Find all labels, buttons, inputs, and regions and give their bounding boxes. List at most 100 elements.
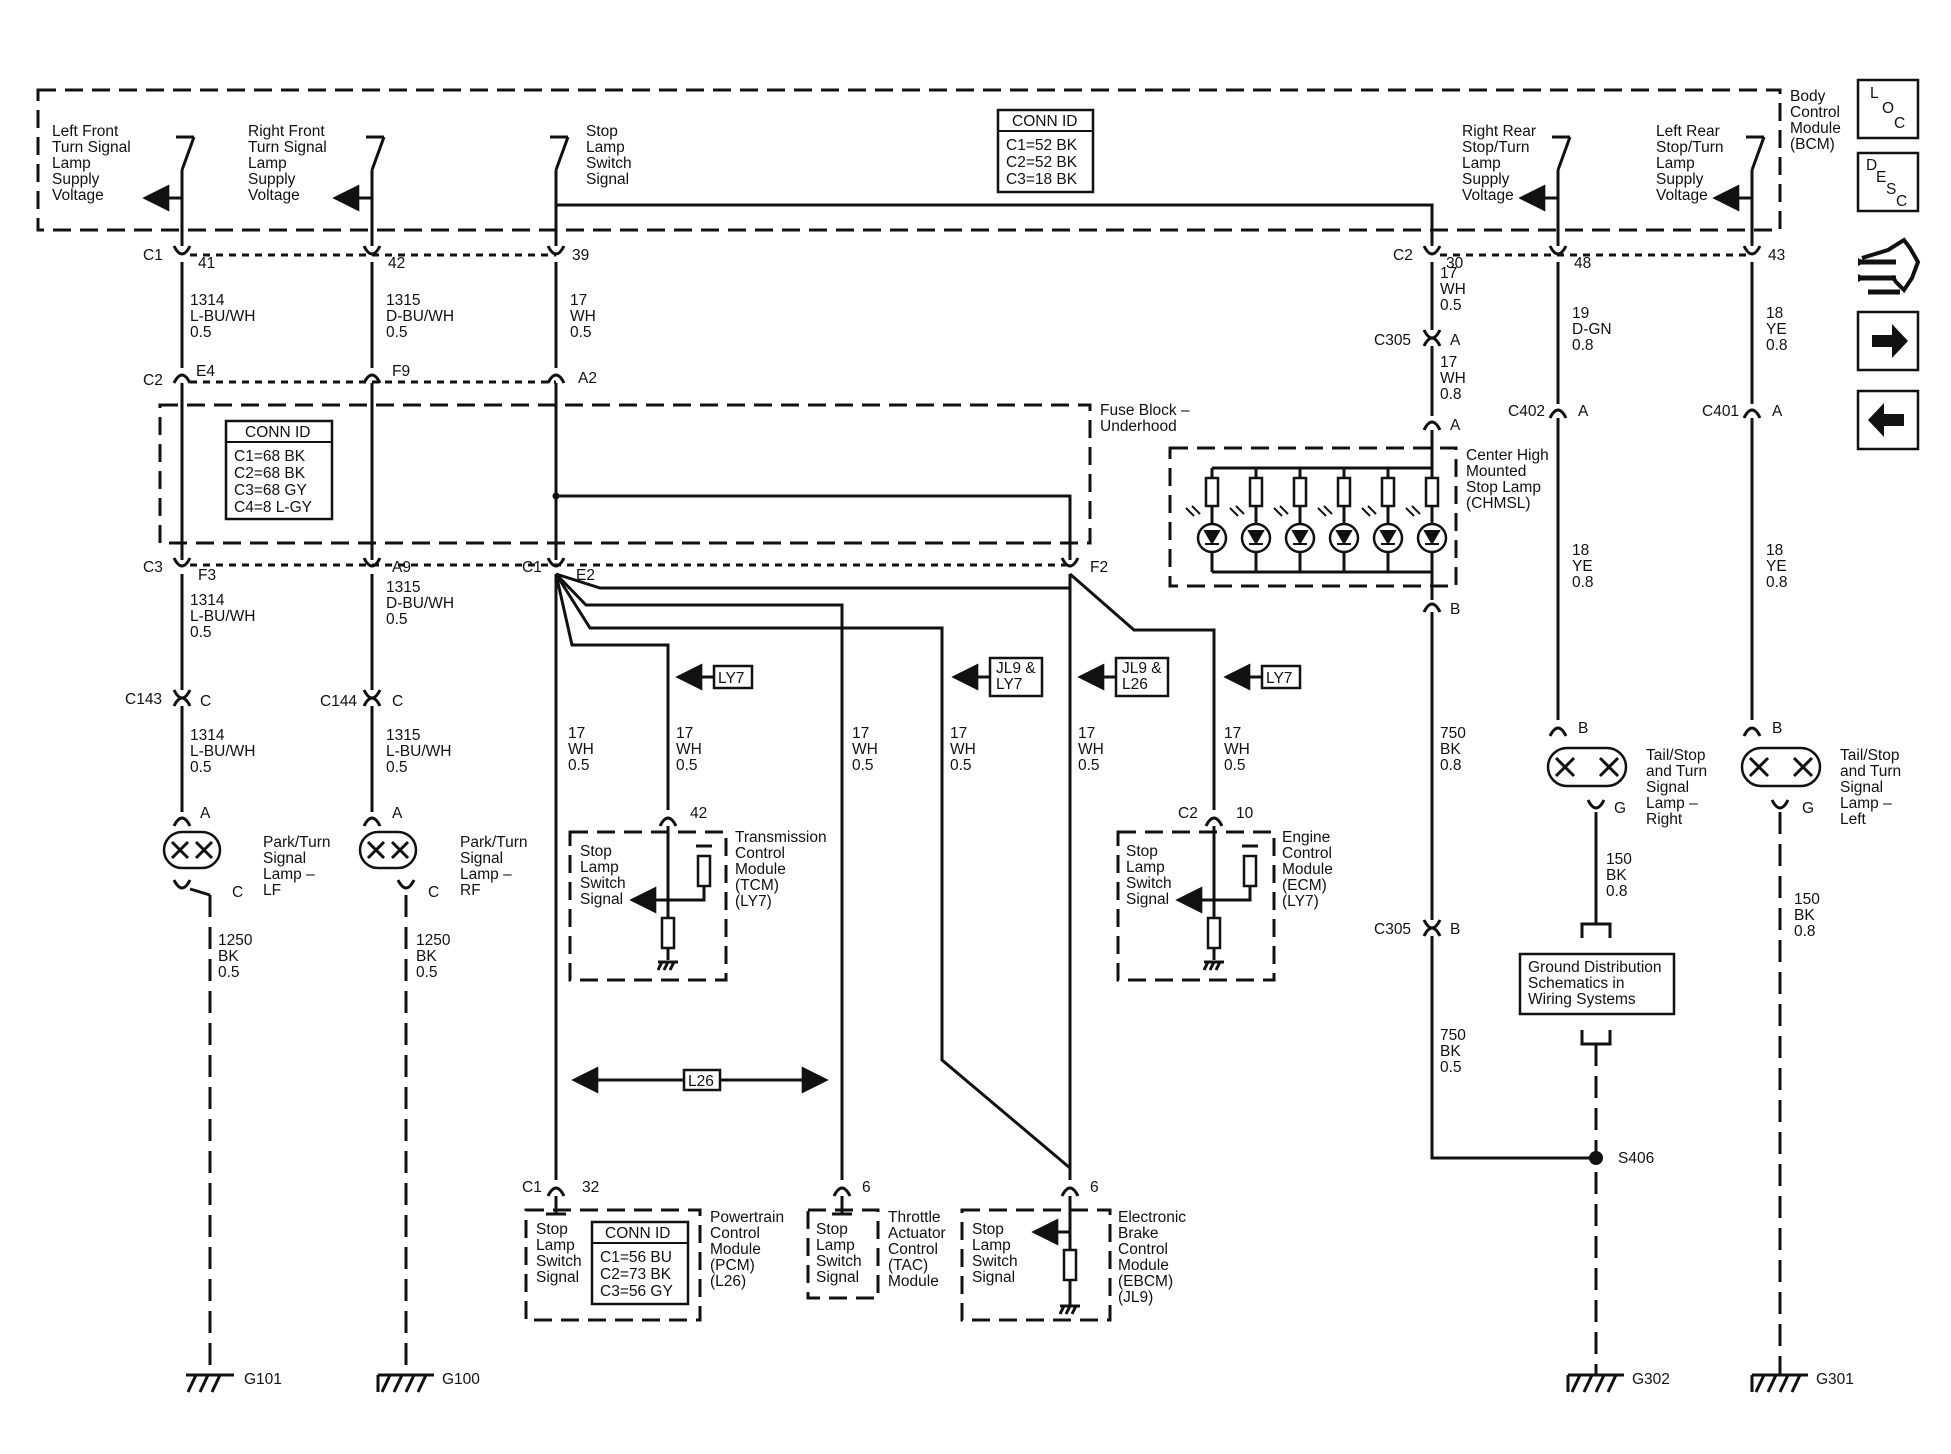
pin-label: F2 — [1090, 559, 1108, 576]
led-diode-icon — [1379, 530, 1397, 545]
fuse-bottom-pins — [172, 557, 1080, 568]
fuse-block-box — [158, 403, 1092, 545]
svg-text:C2=73 BK: C2=73 BK — [600, 1266, 672, 1283]
svg-text:G: G — [1614, 800, 1626, 817]
description-view-button[interactable]: D E S C — [1856, 151, 1920, 213]
svg-text:C402: C402 — [1508, 403, 1545, 420]
led-resistor — [1292, 476, 1308, 508]
pin-label: 48 — [1574, 255, 1591, 272]
svg-text:G302: G302 — [1632, 1371, 1670, 1388]
svg-text:E: E — [1876, 169, 1886, 186]
ground-g301: G301 — [1750, 1371, 1854, 1393]
svg-text:C: C — [1894, 115, 1905, 132]
svg-text:C144: C144 — [320, 693, 357, 710]
ground-g302: G302 — [1566, 1371, 1670, 1393]
conn-label: C2 — [1393, 247, 1413, 264]
svg-text:G301: G301 — [1816, 1371, 1854, 1388]
led-emission-icon — [1229, 505, 1245, 517]
led-emission-icon — [1273, 505, 1289, 517]
svg-text:B: B — [1578, 720, 1588, 737]
svg-text:CONN ID: CONN ID — [245, 424, 310, 441]
svg-text:C2: C2 — [1178, 805, 1198, 822]
svg-text:C: C — [1896, 193, 1907, 210]
next-page-button[interactable] — [1856, 310, 1920, 372]
svg-text:G: G — [1802, 800, 1814, 817]
conn-label: C3 — [143, 559, 163, 576]
pin-label: E2 — [576, 567, 595, 584]
pin-label: E4 — [196, 363, 215, 380]
svg-text:10: 10 — [1236, 805, 1254, 822]
svg-text:C2=68 BK: C2=68 BK — [234, 465, 306, 482]
fuse-c2-pins — [172, 373, 566, 384]
svg-text:C305: C305 — [1374, 332, 1411, 349]
svg-text:C3=56 GY: C3=56 GY — [600, 1283, 673, 1300]
svg-text:C: C — [392, 693, 403, 710]
svg-text:A: A — [1450, 417, 1461, 434]
location-view-button[interactable]: L O C — [1856, 78, 1920, 140]
svg-text:B: B — [1772, 720, 1782, 737]
previous-page-button[interactable] — [1856, 389, 1920, 451]
pin-label: 41 — [198, 255, 215, 272]
svg-text:CONN ID: CONN ID — [1012, 113, 1077, 130]
chmsl-leds — [1185, 468, 1448, 572]
led-resistor — [1204, 476, 1220, 508]
svg-text:A: A — [1578, 403, 1589, 420]
bcm-conn-id: CONN ID C1=52 BK C2=52 BK C3=18 BK — [996, 108, 1095, 194]
led-emission-icon — [1317, 505, 1333, 517]
arrow-right-icon — [1872, 324, 1908, 358]
conn-label: C2 — [143, 372, 163, 389]
led-diode-icon — [1423, 530, 1441, 545]
svg-text:A: A — [1450, 332, 1461, 349]
stop-signal-fanout — [554, 572, 1216, 1180]
svg-text:JL9 &L26: JL9 &L26 — [1122, 660, 1162, 693]
pin-label: 39 — [572, 247, 589, 264]
pin-label: F9 — [392, 363, 410, 380]
bcm-switches — [142, 135, 1766, 246]
svg-text:C: C — [428, 884, 439, 901]
svg-text:19D-GN0.8: 19D-GN0.8 — [1572, 305, 1612, 354]
bcm-pins — [172, 245, 1762, 256]
fuse-block-title: Fuse Block –Underhood — [1100, 402, 1190, 435]
svg-text:S406: S406 — [1618, 1150, 1654, 1167]
connector-view-icon[interactable] — [1858, 237, 1921, 295]
svg-text:C4=8 L-GY: C4=8 L-GY — [234, 499, 312, 516]
led-resistor — [1380, 476, 1396, 508]
svg-text:C401: C401 — [1702, 403, 1739, 420]
fuse-conn-id: CONN ID C1=68 BK C2=68 BK C3=68 GY C4=8 … — [224, 419, 334, 521]
